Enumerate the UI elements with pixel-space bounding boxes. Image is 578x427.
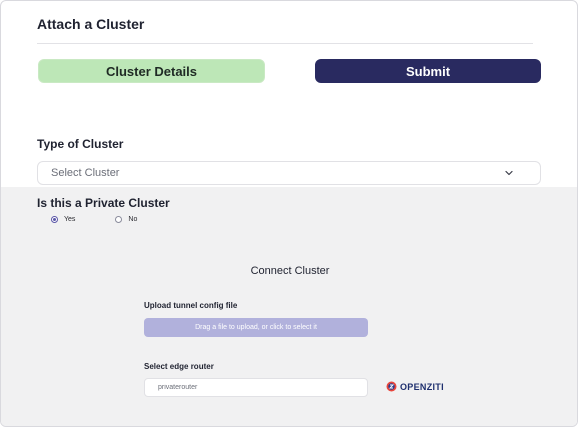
private-cluster-radio-group: Yes No (51, 216, 137, 223)
edge-router-input[interactable] (144, 378, 368, 397)
chevron-down-icon (505, 170, 513, 176)
private-yes-label: Yes (64, 216, 76, 223)
upload-dropzone[interactable]: Drag a file to upload, or click to selec… (144, 318, 368, 337)
private-yes-radio[interactable] (51, 216, 58, 223)
page-title: Attach a Cluster (37, 16, 145, 32)
private-no-label: No (128, 216, 138, 223)
submit-button[interactable]: Submit (315, 59, 541, 83)
edge-router-label: Select edge router (144, 362, 214, 371)
cluster-details-button[interactable]: Cluster Details (38, 59, 265, 83)
openziti-logo-icon (386, 381, 397, 392)
private-cluster-label: Is this a Private Cluster (37, 196, 170, 210)
connect-cluster-title: Connect Cluster (250, 265, 330, 277)
private-no-radio[interactable] (115, 216, 123, 223)
cluster-type-value: Select Cluster (51, 167, 120, 179)
upload-config-label: Upload tunnel config file (144, 301, 238, 310)
private-yes-option[interactable]: Yes (51, 216, 75, 223)
openziti-logo: OPENZITI (386, 381, 444, 392)
openziti-logo-text: OPENZITI (400, 381, 444, 392)
title-divider (37, 43, 533, 44)
private-no-option[interactable]: No (115, 216, 137, 223)
upload-hint: Drag a file to upload, or click to selec… (195, 324, 317, 331)
cluster-type-label: Type of Cluster (37, 137, 124, 151)
cluster-type-select[interactable]: Select Cluster (37, 161, 541, 185)
